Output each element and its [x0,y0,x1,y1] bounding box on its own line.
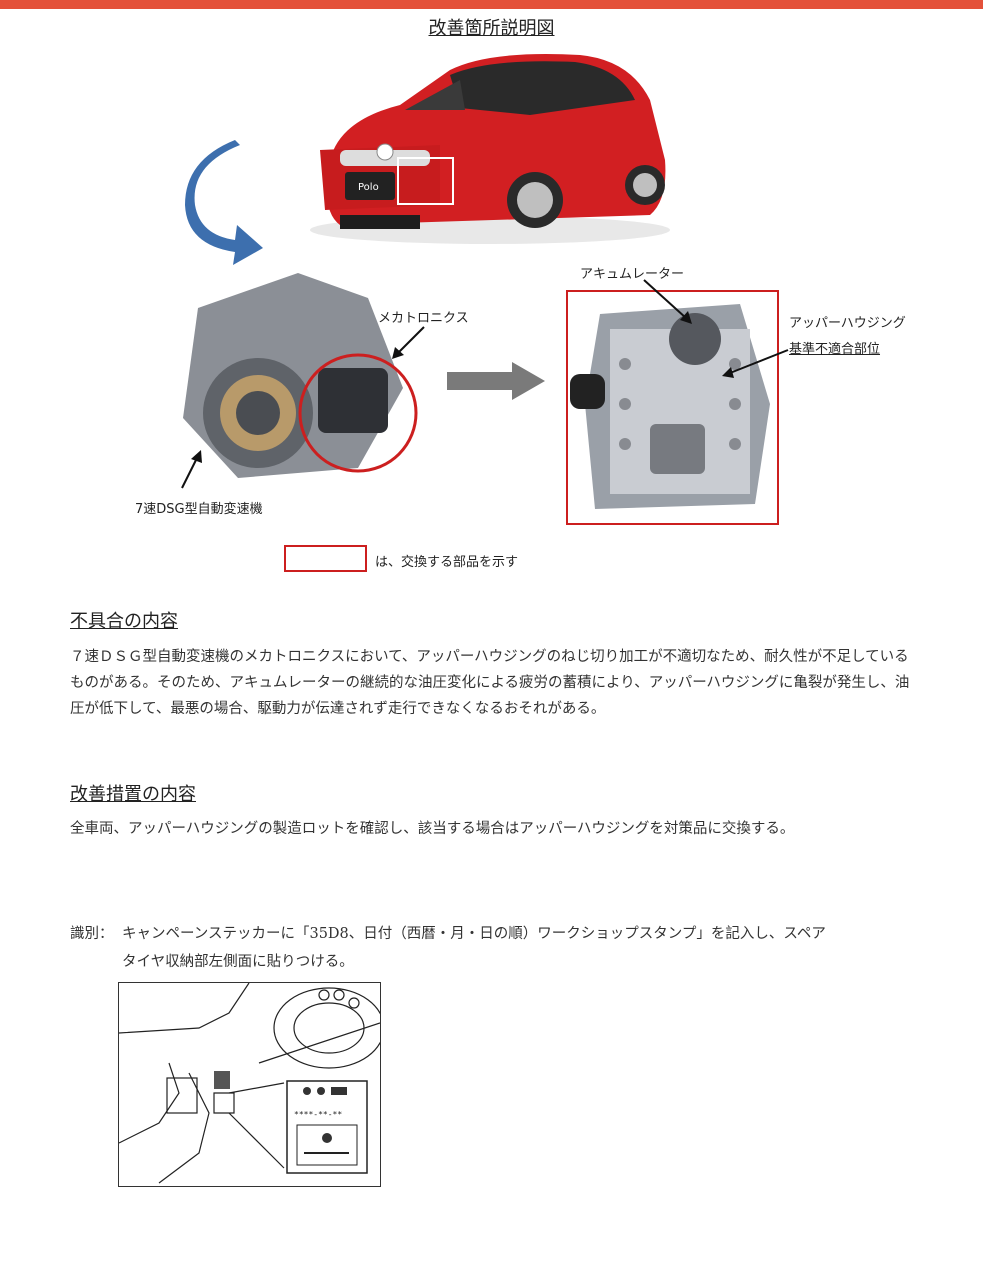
mechatronics-label: メカトロニクス [378,311,469,326]
sticker-location-diagram: ****-**-** [118,982,385,1187]
transmission-image [183,273,418,478]
mechatronics-pointer-icon [392,326,425,359]
upper-housing-label: アッパーハウジング [789,316,906,331]
defect-body: ７速ＤＳＧ型自動変速機のメカトロニクスにおいて、アッパーハウジングのねじ切り加工… [70,649,910,717]
car-badge: Polo [358,182,379,193]
nonconforming-part-label: 基準不適合部位 [789,342,881,357]
legend-text: は、交換する部品を示す [375,555,519,570]
remedy-heading: 改善措置の内容 [70,784,196,805]
upper-housing-pointer-icon [722,349,789,378]
legend-red-box [284,545,367,572]
defect-heading: 不具合の内容 [70,611,178,632]
top-accent-bar [0,0,983,9]
car-image: Polo [310,54,670,244]
remedy-body: 全車両、アッパーハウジングの製造ロットを確認し、該当する場合はアッパーハウジング… [70,821,795,837]
identification-line2: タイヤ収納部左側面に貼りつける。 [122,954,354,970]
curved-arrow-icon [185,140,263,265]
page-title: 改善箇所説明図 [428,18,555,39]
mechatronics-detail-frame [566,290,779,525]
accumulator-label: アキュムレーター [580,267,685,282]
sticker-code: ****-**-** [294,1110,342,1119]
identification-block: 識別： キャンペーンステッカーに「35D8、日付（西暦・月・日の順）ワークショッ… [70,920,920,976]
spare-tire-drawing: ****-**-** [118,982,385,1184]
mechatronics-detail-image [570,304,770,509]
identification-line1: キャンペーンステッカーに「35D8、日付（西暦・月・日の順）ワークショップスタン… [122,926,826,942]
right-arrow-icon [447,362,545,400]
transmission-label: 7速DSG型自動変速機 [135,502,263,517]
accumulator-pointer-icon [643,279,692,324]
identification-label: 識別： [70,926,114,942]
transmission-pointer-icon [181,450,202,489]
